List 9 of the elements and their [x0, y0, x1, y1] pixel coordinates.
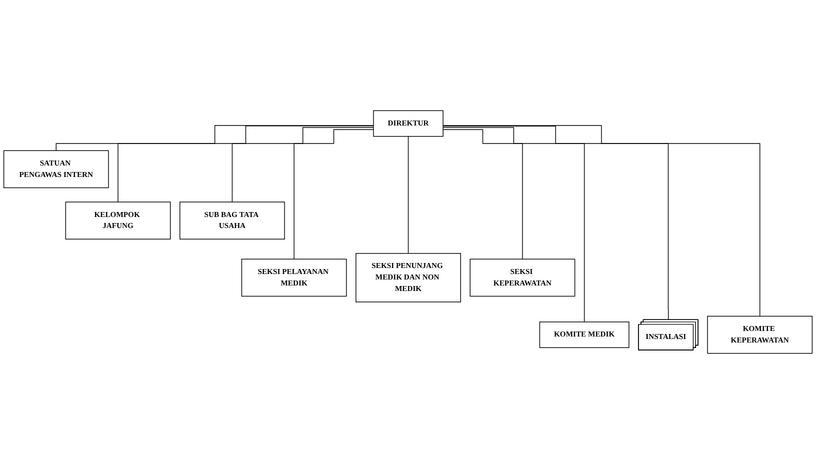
- connector: [442, 129, 523, 260]
- connector: [294, 129, 374, 260]
- connector: [442, 126, 669, 320]
- connector: [118, 126, 374, 202]
- connector: [56, 125, 374, 151]
- connector: [442, 127, 585, 322]
- connector: [442, 125, 760, 317]
- connector: [408, 136, 409, 254]
- connector: [232, 127, 374, 202]
